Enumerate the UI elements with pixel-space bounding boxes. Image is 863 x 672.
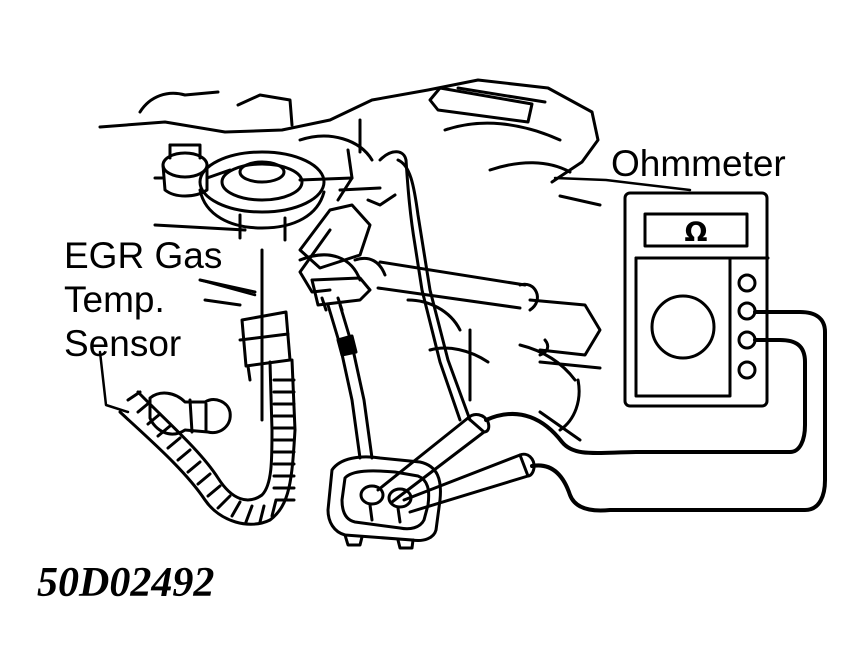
sensor-label-line-2: Temp. bbox=[64, 279, 165, 320]
ohm-symbol: Ω bbox=[685, 217, 708, 248]
ohmmeter-label: Ohmmeter bbox=[611, 143, 786, 184]
vacuum-switching-valve bbox=[153, 143, 232, 198]
sensor-mount-boss bbox=[298, 148, 397, 312]
vacuum-hose bbox=[298, 150, 472, 422]
test-leads bbox=[484, 310, 827, 513]
test-probes bbox=[376, 413, 536, 514]
sensor-label-line-1: EGR Gas bbox=[64, 235, 223, 276]
egr-valve bbox=[198, 150, 326, 242]
hose-fitting bbox=[148, 391, 232, 436]
fuel-rail bbox=[376, 260, 602, 357]
ohmmeter bbox=[623, 191, 770, 408]
sensor-connector bbox=[326, 455, 442, 550]
leader-lines bbox=[98, 176, 692, 414]
sensor-label-line-3: Sensor bbox=[64, 323, 182, 364]
corrugated-hose bbox=[118, 310, 297, 526]
figure-code: 50D02492 bbox=[37, 560, 215, 606]
sensor-lead-wires bbox=[326, 303, 374, 460]
